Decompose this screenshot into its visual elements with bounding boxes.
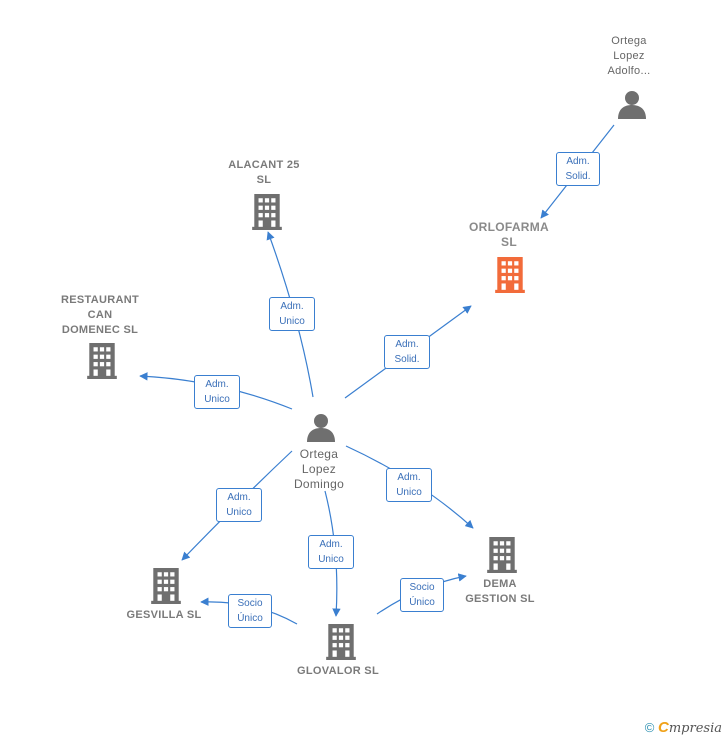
node-label-line: Lopez	[613, 50, 645, 62]
edge-label-domingo-gesvilla[interactable]: Adm. Unico	[216, 488, 262, 522]
edge-label-domingo-dema[interactable]: Adm. Unico	[386, 468, 432, 502]
node-label-line: CAN	[87, 309, 113, 321]
edge-label-line: Único	[237, 613, 263, 624]
node-label-line: Lopez	[301, 462, 337, 476]
building-icon[interactable]	[326, 624, 356, 660]
node-label-restaurant[interactable]: RESTAURANT CAN DOMENEC SL	[45, 293, 155, 338]
node-label-line: ALACANT 25	[228, 159, 300, 171]
edge-label-line: Adm.	[397, 472, 421, 483]
brand-initial: C	[658, 719, 669, 736]
edge-label-line: Socio	[237, 598, 263, 609]
copyright-symbol: ©	[644, 720, 655, 735]
edge-label-line: Adm.	[280, 301, 304, 312]
edge-label-line: Adm.	[395, 339, 419, 350]
edge-label-line: Único	[409, 597, 435, 608]
node-label-line: GESTION SL	[465, 593, 535, 605]
node-label-line: Domingo	[293, 477, 345, 491]
person-icon[interactable]	[307, 414, 335, 442]
node-label-line: Adolfo...	[607, 65, 651, 77]
building-icon[interactable]	[87, 343, 117, 379]
edge-label-line: Unico	[396, 487, 422, 498]
node-label-line: GESVILLA SL	[126, 609, 202, 621]
building-icon[interactable]	[252, 194, 282, 230]
edge-label-line: Solid.	[565, 171, 591, 182]
building-icon[interactable]	[151, 568, 181, 604]
edge-label-line: Unico	[318, 554, 344, 565]
edge-label-domingo-alacant[interactable]: Adm. Unico	[269, 297, 315, 331]
node-label-line: DOMENEC SL	[61, 324, 139, 336]
edge-label-domingo-restaurant[interactable]: Adm. Unico	[194, 375, 240, 409]
node-label-line: ORLOFARMA	[468, 220, 550, 234]
node-label-line: SL	[501, 235, 517, 249]
edge-label-domingo-orlofarma[interactable]: Adm. Solid.	[384, 335, 430, 369]
node-label-line: RESTAURANT	[61, 294, 139, 306]
node-label-glovalor[interactable]: GLOVALOR SL	[288, 664, 388, 679]
brand-name: mpresia	[668, 721, 722, 736]
node-label-line: Ortega	[299, 447, 339, 461]
edge-label-line: Adm.	[566, 156, 590, 167]
node-label-gesvilla[interactable]: GESVILLA SL	[114, 608, 214, 623]
node-label-line: DEMA	[483, 578, 517, 590]
edge-label-line: Unico	[279, 316, 305, 327]
edge-label-line: Adm.	[227, 492, 251, 503]
node-label-alacant[interactable]: ALACANT 25 SL	[214, 158, 314, 188]
edge-label-line: Socio	[409, 582, 435, 593]
person-icon[interactable]	[618, 91, 646, 119]
edge-label-line: Adm.	[319, 539, 343, 550]
node-label-line: GLOVALOR SL	[297, 665, 379, 677]
edge-label-line: Unico	[226, 507, 252, 518]
building-icon[interactable]	[487, 537, 517, 573]
edge-label-adolfo-orlofarma[interactable]: Adm. Solid.	[556, 152, 600, 186]
edge-label-line: Adm.	[205, 379, 229, 390]
footer-brand: © Cmpresia	[645, 719, 722, 736]
building-icon[interactable]	[495, 257, 525, 293]
node-label-line: SL	[256, 174, 272, 186]
node-label-dema[interactable]: DEMA GESTION SL	[450, 577, 550, 607]
edge-label-domingo-glovalor[interactable]: Adm. Unico	[308, 535, 354, 569]
edge-label-line: Unico	[204, 394, 230, 405]
node-label-line: Ortega	[611, 35, 647, 47]
edge-label-line: Solid.	[394, 354, 420, 365]
